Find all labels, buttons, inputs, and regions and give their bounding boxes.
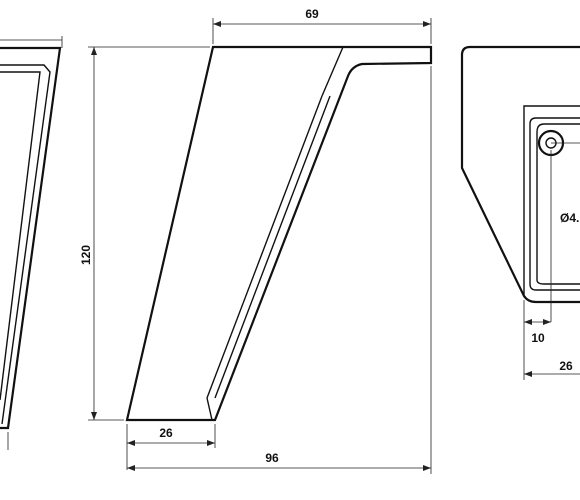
dim-arrow-26-left	[127, 440, 135, 446]
left-side-view	[0, 36, 63, 450]
dim-label-120: 120	[79, 245, 93, 265]
front-view-body	[125, 45, 433, 422]
dim-label-26-right: 26	[559, 359, 573, 373]
dim-arrow-69-left	[213, 21, 221, 27]
dim-label-69: 69	[305, 7, 319, 21]
dim-label-10: 10	[531, 331, 545, 345]
mounting-plate-inner-2	[536, 123, 580, 285]
top-view: Ø4. 10 26	[460, 45, 580, 380]
dim-arrow-69-right	[423, 21, 431, 27]
left-view-inner-edge	[0, 71, 41, 401]
dim-arrow-10-right	[543, 319, 551, 325]
dim-label-96: 96	[265, 451, 279, 465]
top-view-outline	[460, 45, 580, 304]
front-view-bottom-chamfer	[206, 397, 213, 421]
dim-arrow-120-top	[91, 47, 97, 55]
dim-label-26: 26	[159, 426, 173, 440]
dim-arrow-26-right-left	[524, 371, 532, 377]
front-view-inner-edge-2	[214, 95, 331, 399]
dim-arrow-96-right	[423, 465, 431, 471]
dim-arrow-10-left	[524, 319, 532, 325]
dim-arrow-26-right	[207, 440, 215, 446]
mounting-plate-inner	[529, 117, 580, 291]
left-view-outer-outline	[0, 46, 62, 430]
front-view-top-chamfer	[321, 46, 344, 97]
front-view: 69 120 26 96	[79, 7, 433, 474]
mounting-plate-outer	[523, 105, 580, 296]
left-view-inner-outline	[0, 64, 51, 425]
dim-arrow-96-left	[127, 465, 135, 471]
front-view-inner-edge	[206, 95, 323, 399]
dim-arrow-120-bottom	[91, 412, 97, 420]
dim-label-hole-diameter: Ø4.	[560, 211, 579, 225]
